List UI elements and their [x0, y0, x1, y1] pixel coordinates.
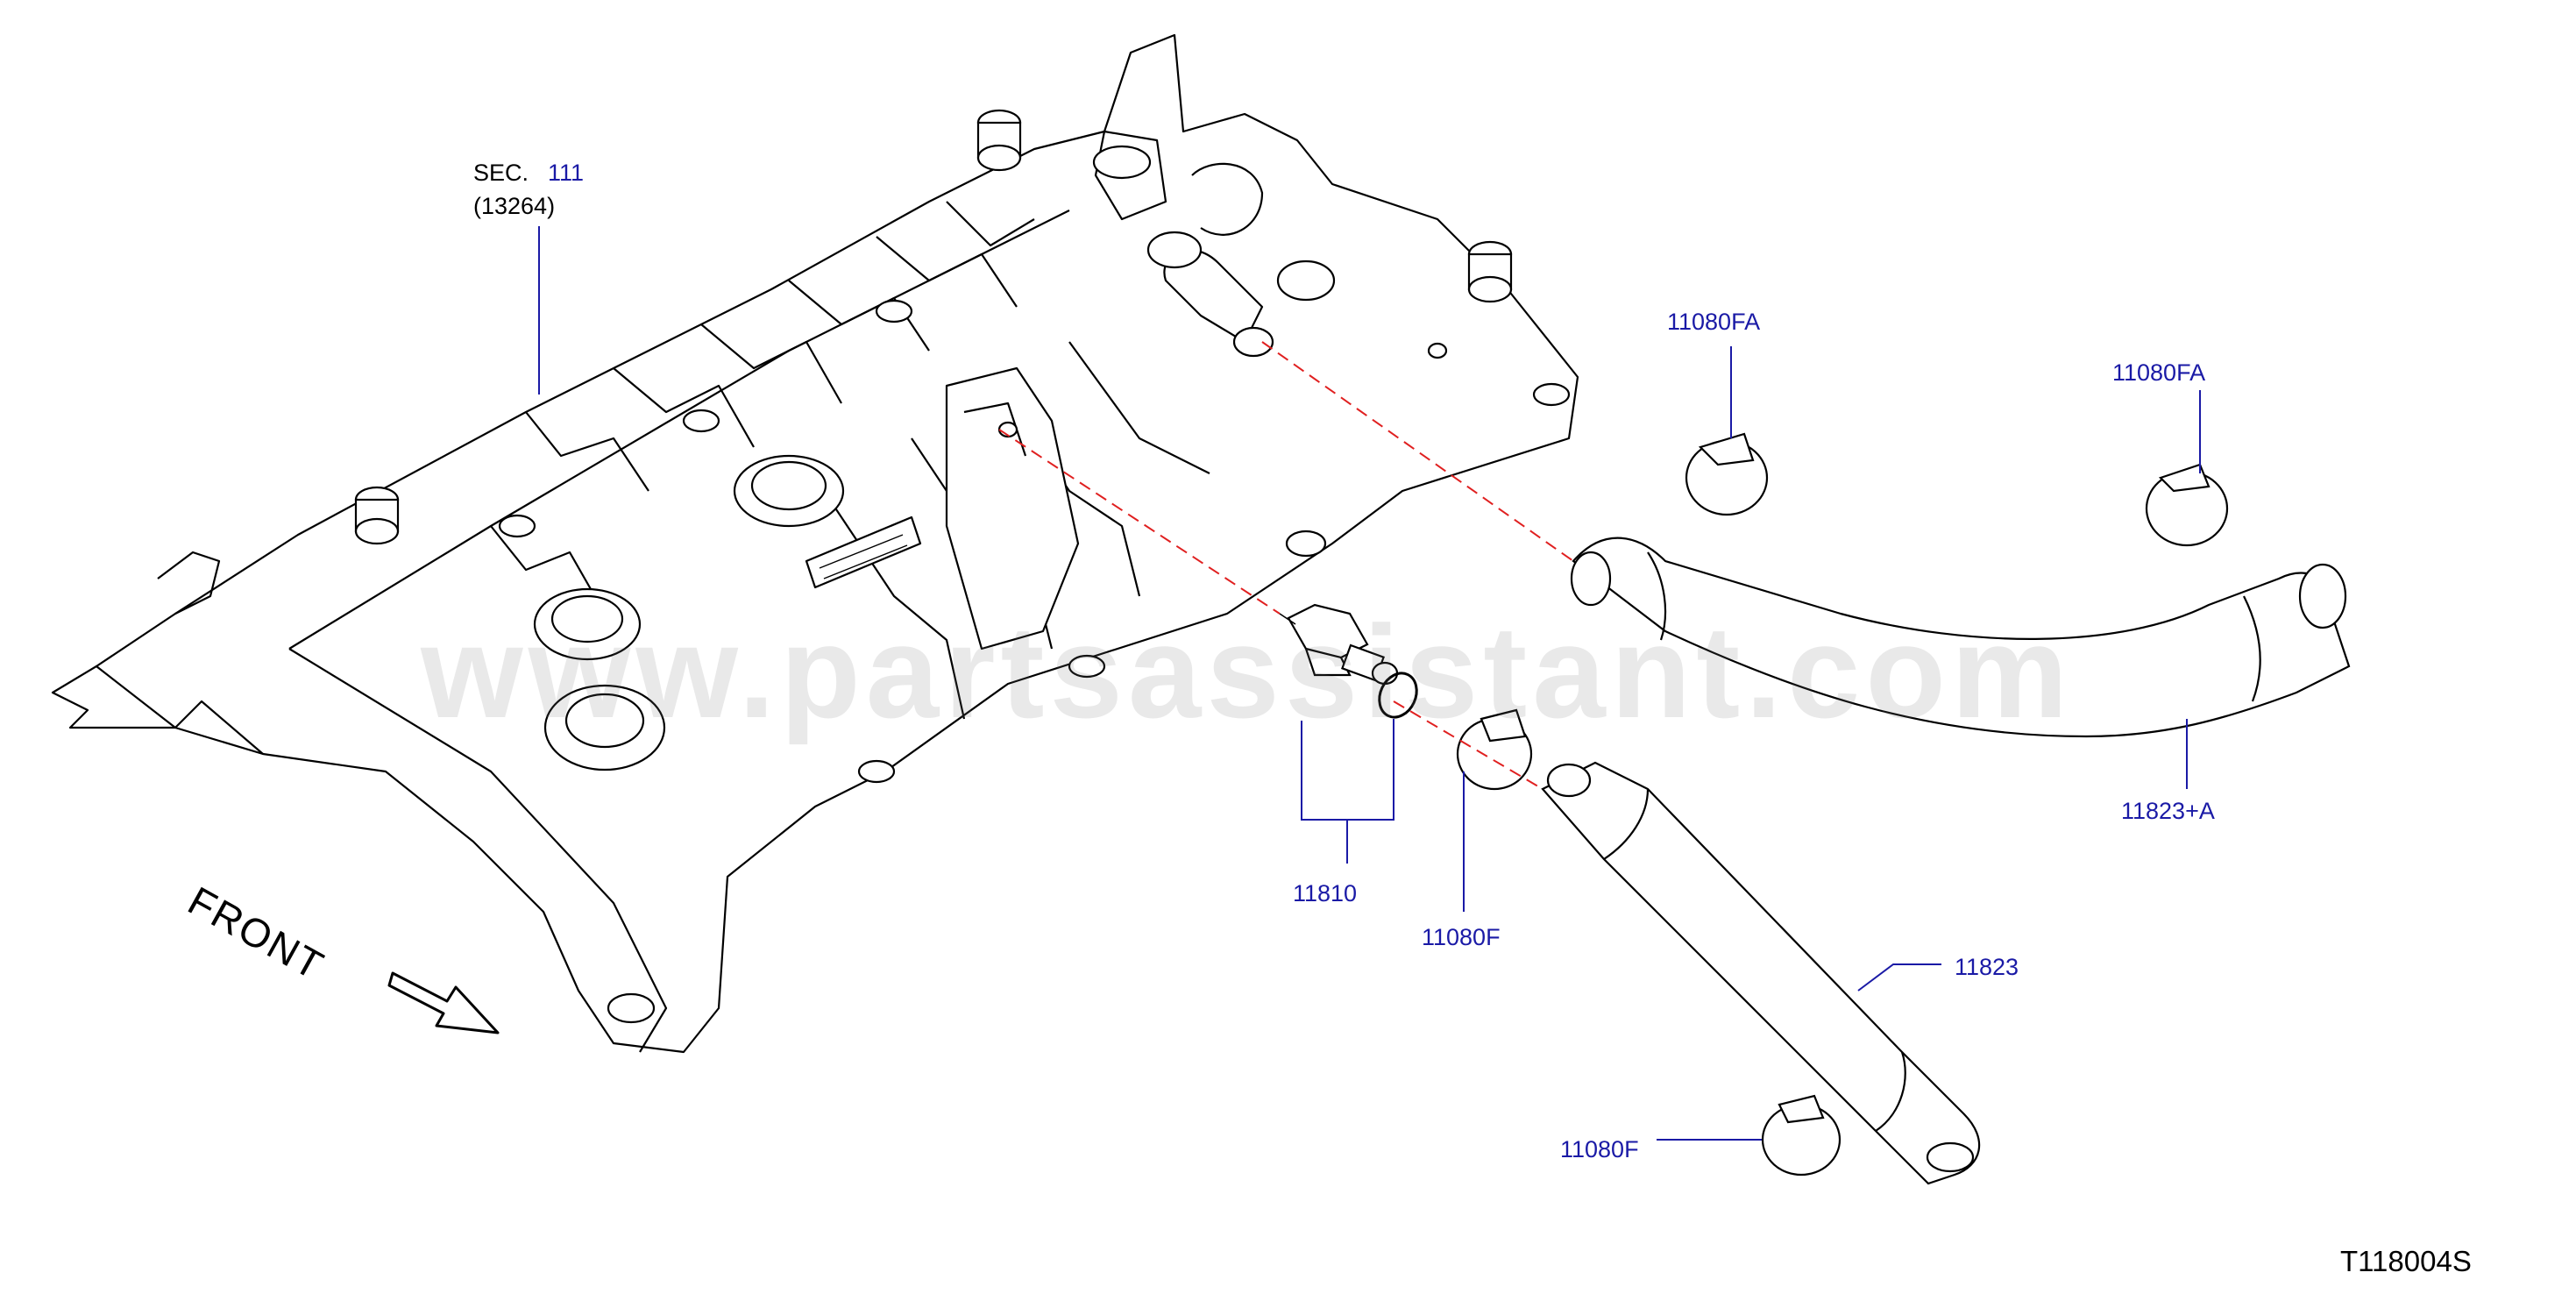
- front-arrow-icon: [387, 971, 500, 1034]
- callout-11810[interactable]: 11810: [1293, 880, 1358, 906]
- diagram-code: T118004S: [2340, 1245, 2472, 1277]
- callout-11823-a[interactable]: 11823+A: [2121, 798, 2215, 824]
- coil-bosses: [354, 109, 1571, 1024]
- assembly-lines: [998, 341, 1574, 790]
- callout-11080f-mid[interactable]: 11080F: [1422, 924, 1501, 950]
- rocker-cover[interactable]: [51, 33, 1579, 1054]
- watermark: www.partsassistant.com: [421, 598, 2074, 745]
- o-ring[interactable]: [1373, 667, 1423, 723]
- callout-11080f-low[interactable]: 11080F: [1560, 1136, 1639, 1162]
- leader-lines: [538, 226, 2201, 1141]
- pcv-valve[interactable]: [1279, 603, 1399, 686]
- callout-11823[interactable]: 11823: [1955, 954, 2019, 980]
- hose-11823[interactable]: [1541, 761, 1981, 1185]
- plug-tube-holes: [533, 145, 1336, 771]
- hose-11823-a[interactable]: [1570, 537, 2351, 738]
- section-number-link[interactable]: 111: [548, 160, 585, 186]
- callout-11080fa-right[interactable]: 11080FA: [2112, 359, 2206, 386]
- callout-11080fa-left[interactable]: 11080FA: [1667, 309, 1761, 335]
- section-reference[interactable]: SEC. 111: [473, 160, 584, 187]
- section-sub-ref: (13264): [473, 193, 556, 219]
- section-prefix: SEC.: [473, 160, 529, 186]
